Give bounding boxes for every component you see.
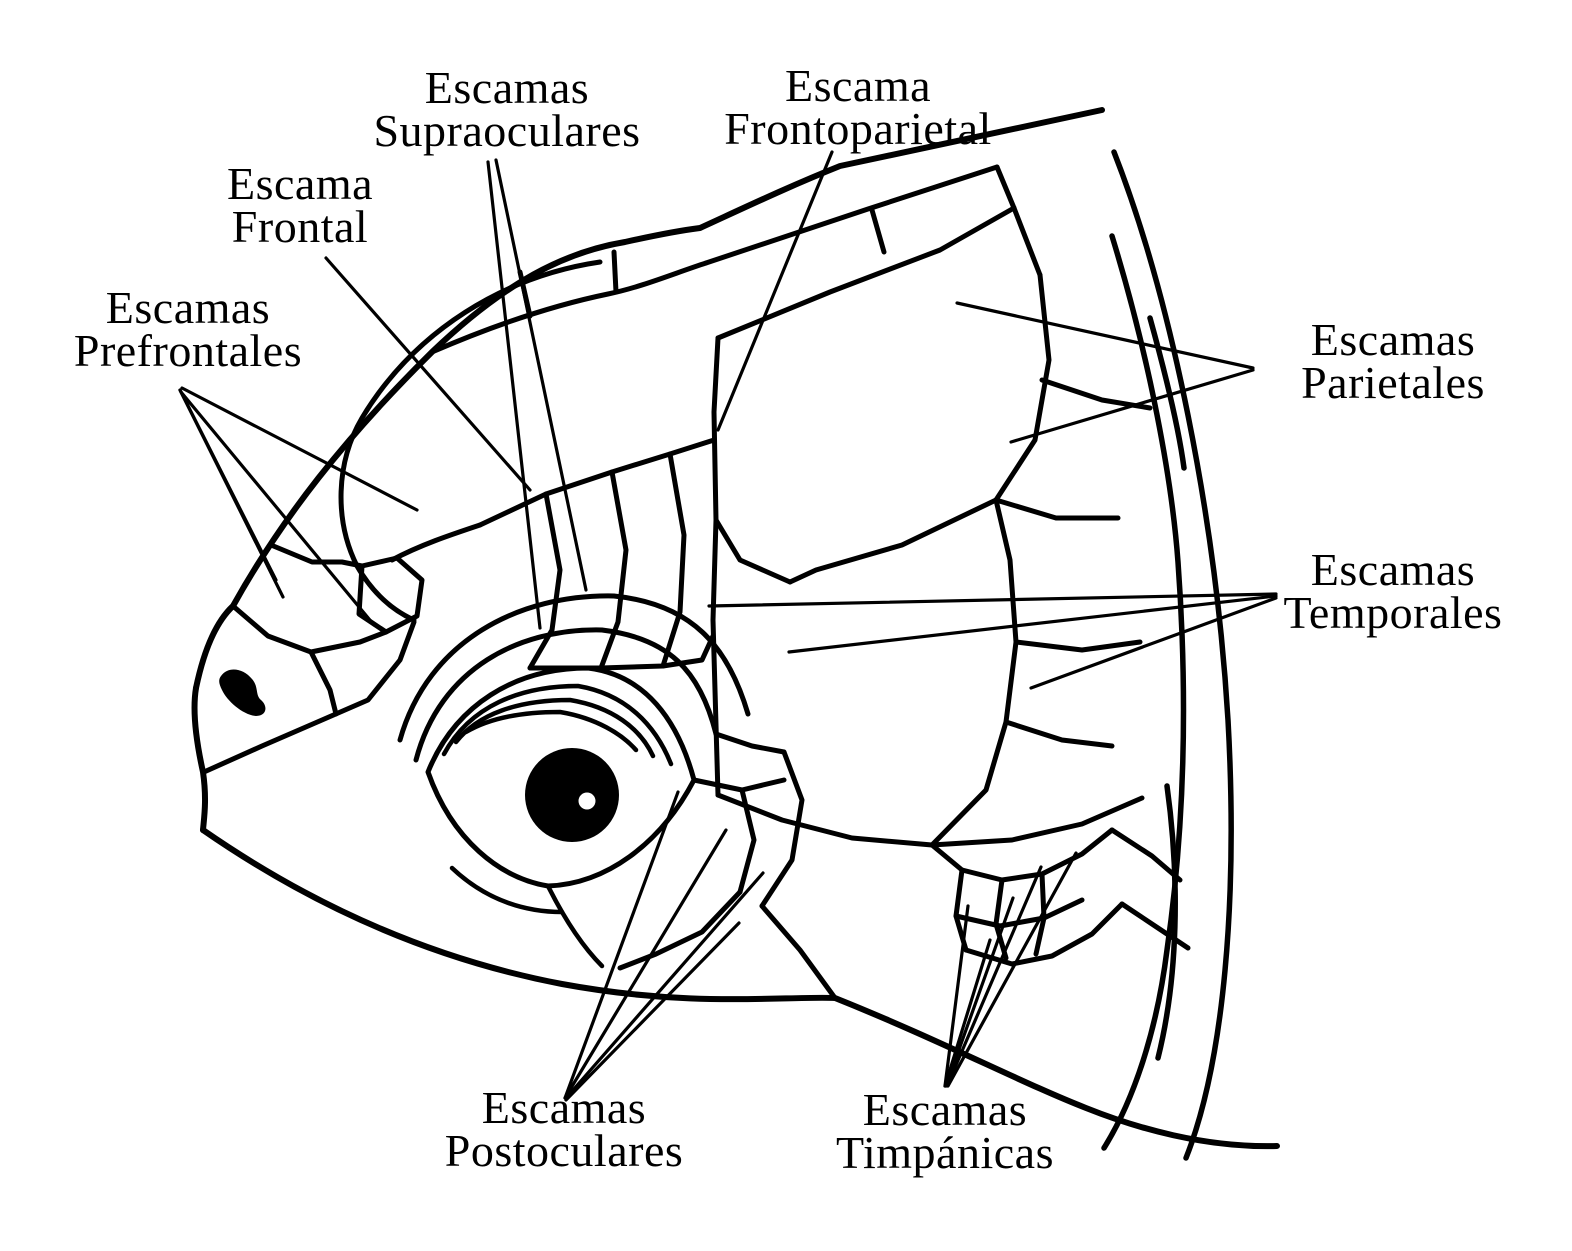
leader-postoculares — [563, 790, 765, 1102]
label-frontoparietal: Escama Frontoparietal — [724, 60, 992, 155]
leader-temporales — [707, 592, 1278, 690]
under-eye-crease — [449, 865, 565, 915]
leader-frontal — [324, 256, 532, 492]
label-postoculares: Escamas Postoculares — [444, 1082, 684, 1177]
pupil-highlight — [578, 792, 596, 810]
eye — [397, 593, 751, 969]
leader-prefrontales — [178, 386, 419, 627]
neck-fold-lines — [1101, 149, 1234, 1161]
eyelid-ring — [453, 697, 656, 759]
eye-outer-arc — [397, 593, 751, 743]
leader-frontoparietal — [716, 150, 834, 432]
leader-parietales — [955, 301, 1255, 444]
eye-outer-arc — [413, 627, 719, 763]
head-outline — [191, 107, 1280, 1150]
label-prefrontales: Escamas Prefrontales — [73, 282, 303, 377]
label-supraoculares: Escamas Supraoculares — [373, 62, 641, 157]
eyelid-ring — [463, 709, 639, 753]
nostril — [219, 669, 266, 716]
eyelid-ring — [441, 683, 674, 767]
scale-boundaries — [201, 164, 1191, 1001]
label-timpanicas: Escamas Timpánicas — [836, 1084, 1054, 1179]
leader-lines — [178, 150, 1278, 1102]
pupil — [525, 748, 619, 842]
leader-timpanicas — [943, 851, 1078, 1088]
label-temporales: Escamas Temporales — [1283, 544, 1503, 639]
leader-supraoculares — [486, 158, 588, 630]
label-frontal: Escama Frontal — [226, 158, 374, 253]
under-eye-crease — [545, 883, 605, 969]
label-parietales: Escamas Parietales — [1301, 314, 1485, 409]
